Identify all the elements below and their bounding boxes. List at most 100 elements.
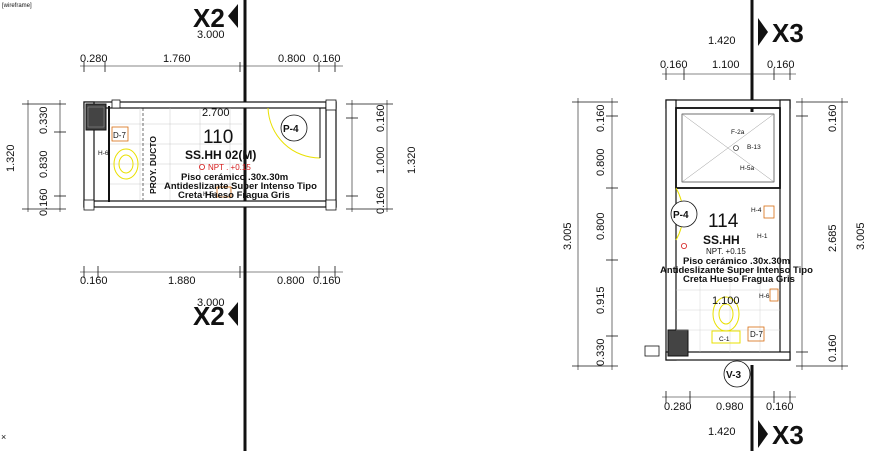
shower-tray bbox=[681, 113, 775, 183]
floor-note-line-1: Piso cerámico .30x.30m bbox=[181, 172, 288, 183]
column-hatch bbox=[87, 106, 105, 128]
section-arrow-top bbox=[228, 4, 238, 28]
section-label-bottom: X3 bbox=[772, 420, 804, 450]
plan-right: X3 X3 1.420 1.420 0.160 1.100 0.160 0.28… bbox=[562, 0, 867, 451]
dim-ticks-left bbox=[22, 103, 66, 210]
fixture-tag-d7: D-7 bbox=[113, 131, 126, 140]
top-dim-0: 0.160 bbox=[660, 59, 688, 71]
fixture-tag-h1: H-1 bbox=[757, 233, 768, 240]
bottom-dim-1: 0.980 bbox=[716, 401, 744, 413]
fixture-tag-f2a: F-2a bbox=[731, 129, 745, 136]
fixture-tag-h5a: H-5a bbox=[203, 191, 217, 198]
section-label-top: X2 bbox=[193, 3, 225, 33]
left-dim-2: 0.800 bbox=[595, 212, 607, 240]
fixture-d7-box bbox=[747, 326, 765, 342]
npt-marker bbox=[681, 242, 688, 249]
bottom-dim-1: 1.880 bbox=[168, 275, 196, 287]
fixture-tag-h6: H-6 bbox=[759, 293, 770, 300]
corner-mark: × bbox=[1, 432, 6, 442]
npt-marker bbox=[198, 163, 205, 170]
column bbox=[667, 329, 689, 357]
section-label-top: X3 bbox=[772, 18, 804, 48]
right-dim-0: 0.160 bbox=[827, 104, 839, 132]
fixture-h5a-box bbox=[216, 186, 232, 198]
floor-note-line-2: Antideslizante Super Intenso Tipo bbox=[164, 181, 317, 192]
window-tag: V-3 bbox=[726, 370, 741, 381]
right-dim-1: 1.000 bbox=[375, 146, 387, 174]
fixture-tag-d7-box bbox=[111, 126, 129, 142]
toilet-tank bbox=[711, 330, 741, 344]
room-number: 114 bbox=[708, 211, 739, 232]
duct-label: PROY. DUCTO bbox=[148, 136, 158, 194]
floor-tile-grid bbox=[110, 108, 242, 200]
wall-posts bbox=[83, 99, 337, 211]
right-dim-2: 0.160 bbox=[827, 334, 839, 362]
left-dim-4: 0.330 bbox=[595, 338, 607, 366]
right-overall-dim: 3.005 bbox=[855, 222, 867, 250]
left-dim-3: 0.915 bbox=[595, 286, 607, 314]
toilet-bowl bbox=[118, 154, 134, 174]
right-dim-1: 2.685 bbox=[827, 224, 839, 252]
bottom-dim-2: 0.160 bbox=[766, 401, 794, 413]
wall-inner bbox=[108, 106, 110, 202]
dim-ticks-left bbox=[572, 101, 618, 367]
dim-ticks-top bbox=[83, 62, 336, 72]
bottom-dim-0: 0.160 bbox=[80, 275, 108, 287]
section-arrow-top bbox=[758, 18, 768, 46]
section-arrow-bottom bbox=[228, 302, 238, 326]
fixture-tag-b13: B-13 bbox=[747, 144, 761, 151]
fixture-tag-h5a: H-5a bbox=[740, 165, 754, 172]
window-tag-circle bbox=[723, 360, 751, 388]
overall-dim-top: 3.000 bbox=[197, 29, 225, 41]
pipe-stub bbox=[644, 345, 660, 357]
section-label-bottom: X2 bbox=[193, 301, 225, 331]
fixture-tag-c1: C-1 bbox=[719, 336, 730, 343]
fixture-tag-d7: D-7 bbox=[750, 330, 763, 339]
overall-dim-bottom: 3.000 bbox=[197, 297, 225, 309]
top-dim-1: 1.100 bbox=[712, 59, 740, 71]
shower-drain bbox=[733, 145, 739, 151]
wall-left bbox=[665, 99, 677, 361]
floor-note-line-2: Antideslizante Super Intenso Tipo bbox=[660, 265, 813, 276]
npt-level: NPT . +0.15 bbox=[208, 163, 251, 172]
toilet-bowl bbox=[718, 303, 734, 325]
bottom-dim-2: 0.800 bbox=[277, 275, 305, 287]
shower-diagonal-2 bbox=[681, 113, 775, 183]
dim-ticks-right bbox=[796, 101, 848, 367]
room-number: 110 bbox=[203, 127, 233, 148]
wall-bottom bbox=[665, 351, 791, 361]
left-dim-0: 0.330 bbox=[38, 106, 50, 134]
right-dim-0: 0.160 bbox=[375, 104, 387, 132]
toilet-fixture bbox=[113, 148, 139, 180]
dim-ticks-top bbox=[665, 68, 791, 80]
door-tag: P-4 bbox=[673, 210, 689, 221]
bottom-dim-0: 0.280 bbox=[664, 401, 692, 413]
top-dim-1: 1.760 bbox=[163, 53, 191, 65]
wall-right bbox=[325, 101, 337, 208]
left-dim-2: 0.160 bbox=[38, 188, 50, 216]
column bbox=[85, 103, 107, 131]
wall-right bbox=[779, 99, 791, 361]
door-tag-circle bbox=[670, 200, 698, 228]
overall-dim-top: 1.420 bbox=[708, 35, 736, 47]
floor-note-line-3: Creta Hueso Fragua Gris bbox=[178, 190, 290, 201]
right-dim-2: 0.160 bbox=[375, 186, 387, 214]
door-tag-circle bbox=[280, 114, 308, 142]
overall-dim-bottom: 1.420 bbox=[708, 426, 736, 438]
door-swing-arc bbox=[267, 107, 321, 159]
floor-note-line-3: Creta Hueso Fragua Gris bbox=[683, 274, 795, 285]
wall-top bbox=[665, 99, 791, 109]
floor-note-line-1: Piso cerámico .30x.30m bbox=[683, 256, 790, 267]
npt-level: NPT. +0.15 bbox=[706, 247, 746, 256]
left-dim-0: 0.160 bbox=[595, 104, 607, 132]
left-overall-dim: 1.320 bbox=[5, 144, 17, 172]
right-overall-dim: 1.320 bbox=[406, 146, 418, 174]
dim-ticks-bottom bbox=[665, 391, 791, 403]
inner-dim: 2.700 bbox=[202, 107, 230, 119]
left-dim-1: 0.830 bbox=[38, 150, 50, 178]
room-name: SS.HH bbox=[703, 233, 740, 247]
left-overall-dim: 3.005 bbox=[562, 222, 574, 250]
fixture-tag-h6: H-6 bbox=[98, 150, 109, 157]
